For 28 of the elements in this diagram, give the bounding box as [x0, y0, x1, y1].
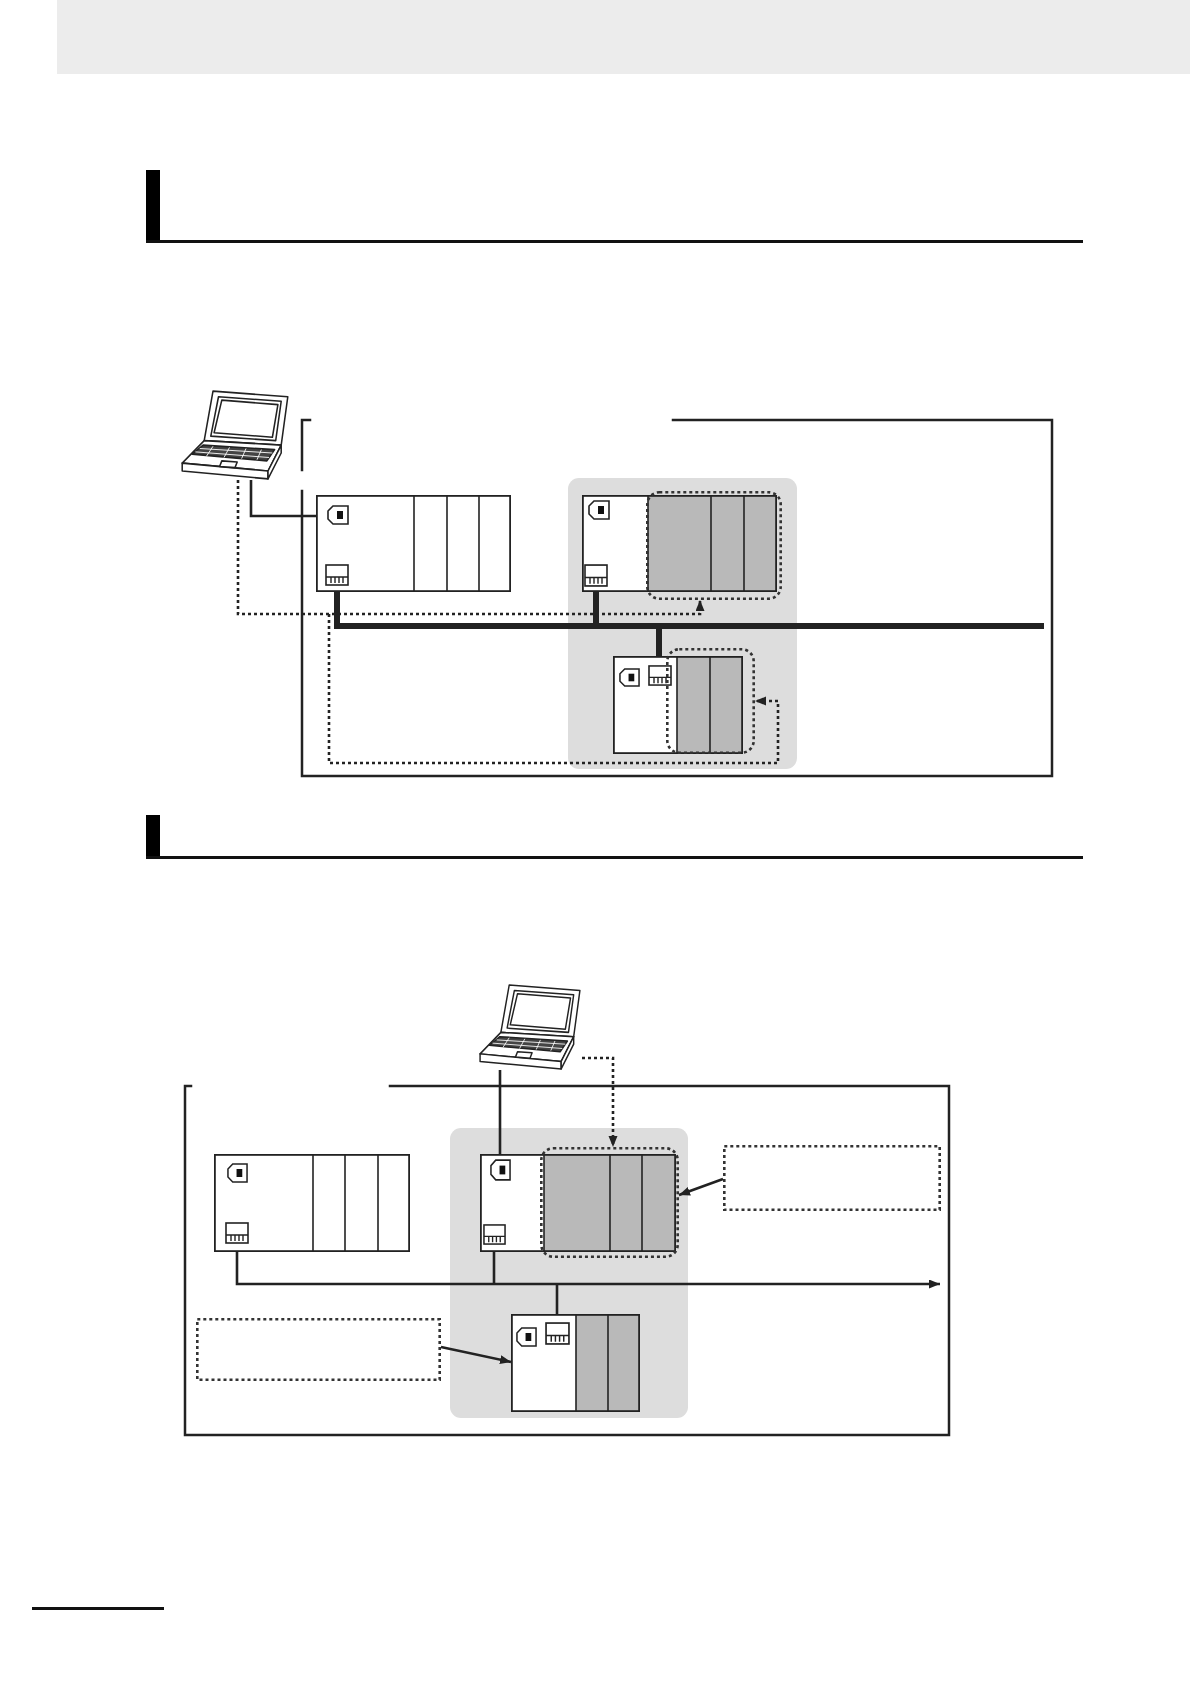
- highlight-outline: [666, 648, 755, 754]
- highlight-outline: [646, 491, 782, 600]
- network-cable: [334, 592, 1044, 629]
- plc-rack: [214, 1154, 410, 1252]
- plc-rack: [511, 1314, 640, 1412]
- network-cable: [593, 592, 599, 626]
- callout-box: [723, 1145, 941, 1211]
- system-frame: [302, 420, 1052, 776]
- dotted-arrow: [327, 614, 780, 765]
- callout-box: [196, 1318, 441, 1381]
- plc-rack: [316, 495, 511, 592]
- plc-rack: [582, 495, 777, 592]
- leader-arrow: [440, 1345, 512, 1365]
- leader-arrow: [678, 1177, 724, 1197]
- plc-rack: [613, 656, 743, 754]
- system-frame: [185, 1086, 949, 1435]
- network-cable: [235, 1252, 940, 1289]
- highlight-outline: [540, 1147, 679, 1258]
- shaded-zone: [450, 1128, 688, 1418]
- dotted-arrow: [236, 480, 705, 616]
- plc-rack: [480, 1154, 676, 1252]
- cable-line: [249, 480, 316, 518]
- network-cable: [656, 626, 662, 656]
- network-cable: [555, 1284, 559, 1314]
- cable-line: [498, 1070, 502, 1154]
- shaded-zone: [568, 478, 797, 769]
- dotted-arrow: [582, 1056, 618, 1147]
- network-cable: [492, 1252, 496, 1284]
